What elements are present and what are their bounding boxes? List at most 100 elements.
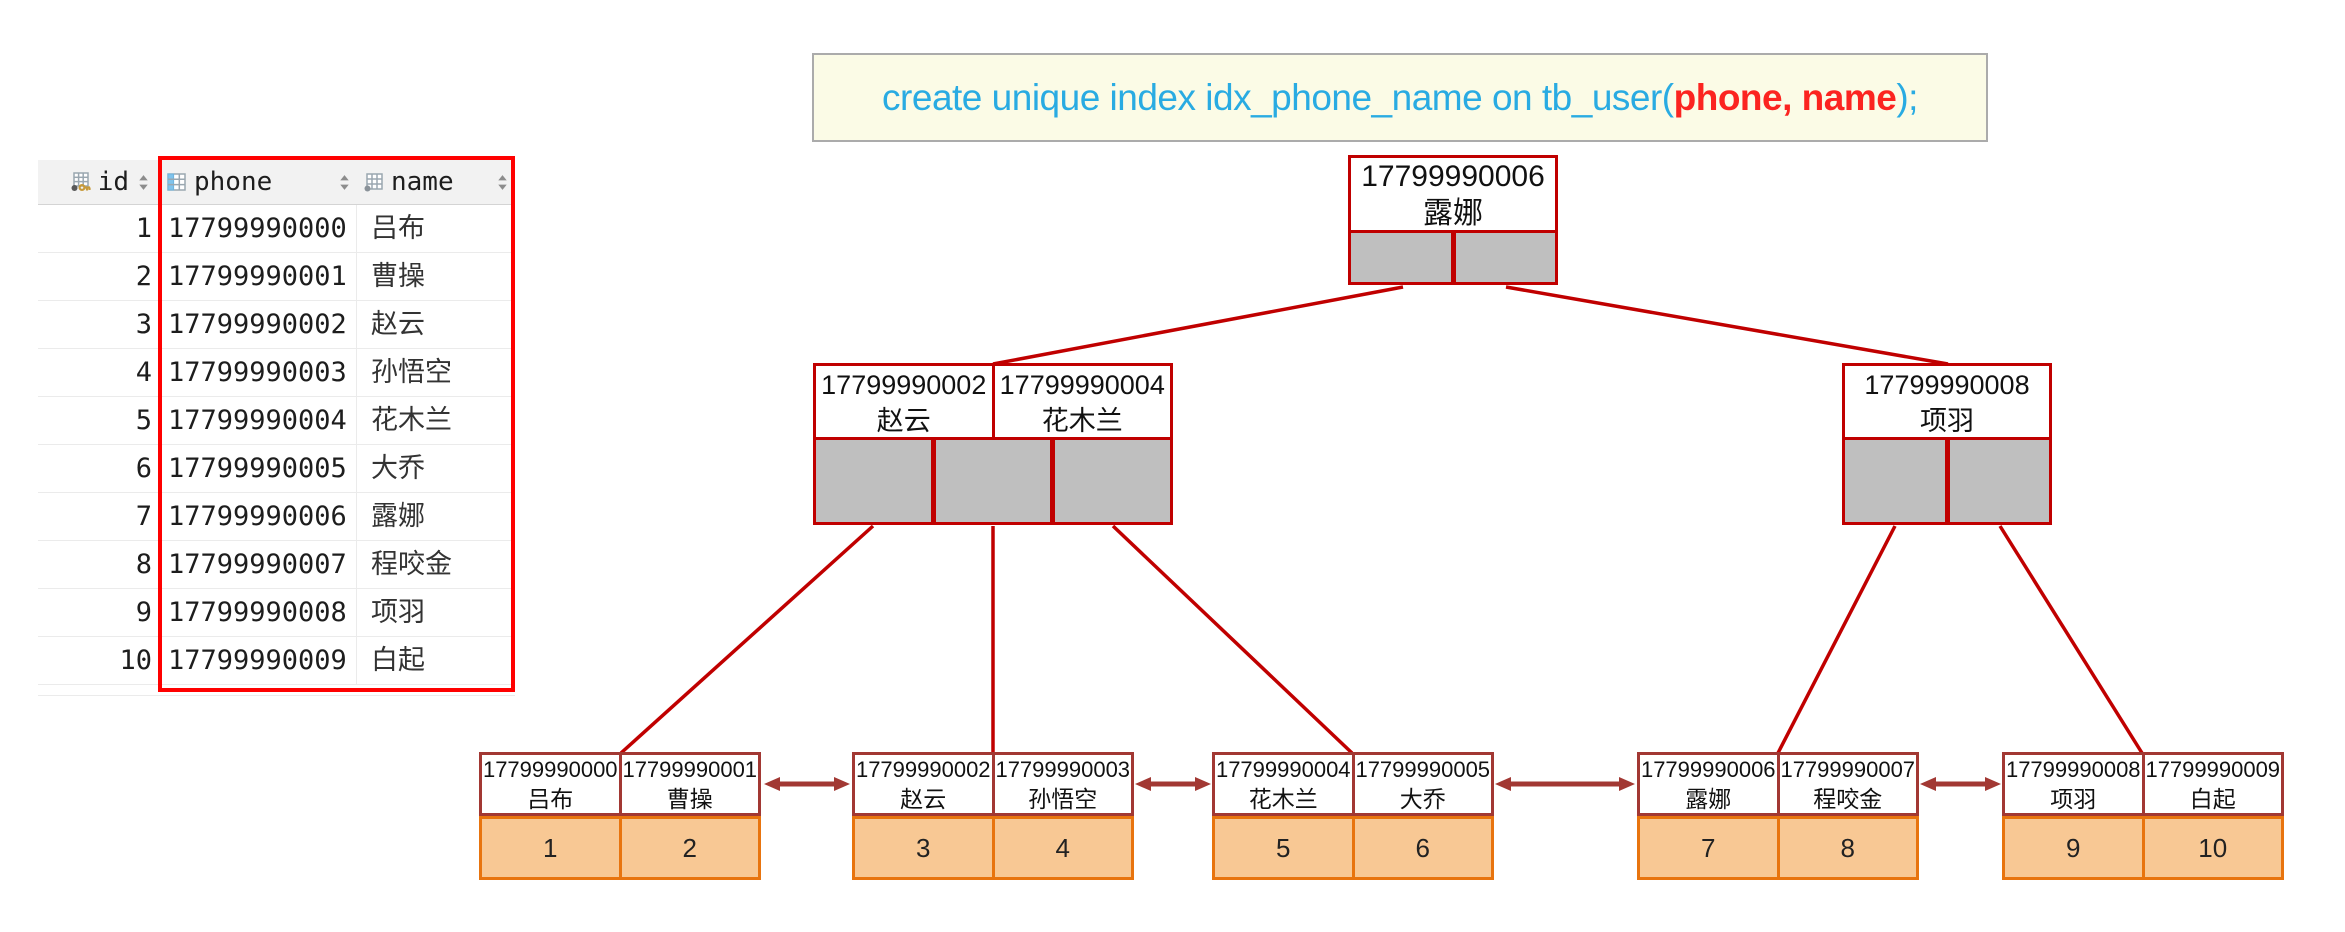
leaf-key-name: 大乔 [1399, 786, 1446, 812]
node-key-phone: 17799990004 [999, 370, 1165, 400]
table-row: 1 17799990000 吕布 [38, 205, 515, 253]
cell-phone[interactable]: 17799990009 [160, 637, 357, 684]
leaf-key-phone: 17799990008 [2005, 757, 2141, 782]
table-row: 8 17799990007 程咬金 [38, 541, 515, 589]
node-pointer [1842, 440, 1948, 525]
leaf-key-name: 白起 [2189, 786, 2236, 812]
sql-statement-box: create unique index idx_phone_name on tb… [812, 53, 1988, 142]
leaf-row-id: 10 [2142, 816, 2284, 880]
leaf-row-id: 2 [619, 816, 761, 880]
cell-name[interactable]: 孙悟空 [371, 357, 452, 388]
sort-icon[interactable] [137, 173, 150, 192]
leaf-row-id: 8 [1777, 816, 1919, 880]
leaf-key-name: 程咬金 [1813, 786, 1883, 812]
cell-phone[interactable]: 17799990008 [160, 589, 357, 636]
column-header-label: name [391, 167, 454, 197]
cell-name[interactable]: 程咬金 [371, 549, 452, 580]
node-pointer [1947, 440, 2052, 525]
primary-key-icon [71, 172, 91, 192]
node-key-name: 赵云 [876, 406, 931, 436]
leaf-key-name: 露娜 [1685, 786, 1732, 812]
cell-phone[interactable]: 17799990005 [160, 445, 357, 492]
leaf-key-name: 曹操 [666, 786, 713, 812]
cell-phone[interactable]: 17799990000 [160, 205, 357, 252]
table-row: 5 17799990004 花木兰 [38, 397, 515, 445]
cell-name[interactable]: 白起 [371, 645, 425, 676]
cell-phone[interactable]: 17799990001 [160, 253, 357, 300]
node-pointer [933, 440, 1054, 525]
cell-name[interactable]: 花木兰 [371, 405, 452, 436]
leaf-key: 17799990004 花木兰 [1212, 752, 1355, 816]
leaf-key: 17799990002 赵云 [852, 752, 995, 816]
arrowhead [834, 777, 850, 791]
table-row: 3 17799990002 赵云 [38, 301, 515, 349]
table-bottom-strip [38, 685, 515, 696]
node-key: 17799990006 露娜 [1348, 155, 1558, 233]
leaf-key-phone: 17799990001 [622, 757, 758, 782]
leaf-key-name: 赵云 [900, 786, 947, 812]
arrowhead [1495, 777, 1511, 791]
cell-name[interactable]: 赵云 [371, 309, 425, 340]
cell-name[interactable]: 大乔 [371, 453, 425, 484]
arrowhead [1135, 777, 1151, 791]
column-header-name[interactable]: name [357, 160, 515, 204]
leaf-key-name: 吕布 [527, 786, 574, 812]
root-node: 17799990006 露娜 [1348, 155, 1558, 285]
cell-phone[interactable]: 17799990002 [160, 301, 357, 348]
leaf-row-id: 7 [1637, 816, 1780, 880]
leaf-key: 17799990001 曹操 [619, 752, 761, 816]
db-table: id phone [38, 160, 515, 696]
leaf-row-id: 1 [479, 816, 622, 880]
leaf-key: 17799990009 白起 [2142, 752, 2284, 816]
tree-edge [992, 285, 1404, 366]
arrowhead [1195, 777, 1211, 791]
leaf-key-name: 花木兰 [1248, 786, 1318, 812]
arrowhead [1920, 777, 1936, 791]
sort-icon[interactable] [496, 173, 509, 192]
cell-name[interactable]: 曹操 [371, 261, 425, 292]
leaf-key-phone: 17799990004 [1215, 757, 1351, 782]
cell-name[interactable]: 吕布 [371, 213, 425, 244]
cell-phone[interactable]: 17799990006 [160, 493, 357, 540]
cell-name[interactable]: 露娜 [371, 501, 425, 532]
db-table-header: id phone [38, 160, 515, 205]
leaf-row-id: 6 [1352, 816, 1494, 880]
cell-name[interactable]: 项羽 [371, 597, 425, 628]
table-row: 2 17799990001 曹操 [38, 253, 515, 301]
column-icon [167, 173, 186, 191]
node-key-name: 露娜 [1423, 197, 1483, 230]
node-key-name: 花木兰 [1041, 406, 1123, 436]
leaf-row-id: 4 [992, 816, 1134, 880]
node-key-phone: 17799990006 [1361, 160, 1545, 193]
leaf-key: 17799990007 程咬金 [1777, 752, 1919, 816]
arrowhead [1985, 777, 2001, 791]
leaf-key: 17799990003 孙悟空 [992, 752, 1134, 816]
node-key-phone: 17799990008 [1864, 370, 2030, 400]
column-header-label: id [97, 167, 129, 197]
leaf-link-arrows [764, 777, 2001, 791]
cell-phone[interactable]: 17799990004 [160, 397, 357, 444]
node-key-phone: 17799990002 [821, 370, 987, 400]
sort-icon[interactable] [338, 173, 351, 192]
table-row: 10 17799990009 白起 [38, 637, 515, 685]
leaf-key: 17799990005 大乔 [1352, 752, 1494, 816]
leaf-node: 17799990008 项羽 17799990009 白起 9 10 [2002, 752, 2284, 880]
leaf-key-name: 项羽 [2050, 786, 2097, 812]
leaf-key-phone: 17799990009 [2145, 757, 2281, 782]
column-header-label: phone [194, 167, 273, 197]
cell-phone[interactable]: 17799990007 [160, 541, 357, 588]
leaf-key-phone: 17799990005 [1355, 757, 1491, 782]
leaf-key-phone: 17799990002 [855, 757, 991, 782]
node-pointer [813, 440, 934, 525]
column-header-phone[interactable]: phone [160, 160, 357, 204]
node-key-name: 项羽 [1920, 406, 1974, 436]
tree-edges [619, 285, 2144, 755]
leaf-key: 17799990000 吕布 [479, 752, 622, 816]
node-pointer [1053, 440, 1174, 525]
column-header-id[interactable]: id [38, 160, 160, 204]
internal-node-left: 17799990002 赵云 17799990004 花木兰 [813, 363, 1174, 525]
internal-node-right: 17799990008 项羽 [1842, 363, 2052, 525]
cell-phone[interactable]: 17799990003 [160, 349, 357, 396]
leaf-key: 17799990006 露娜 [1637, 752, 1780, 816]
